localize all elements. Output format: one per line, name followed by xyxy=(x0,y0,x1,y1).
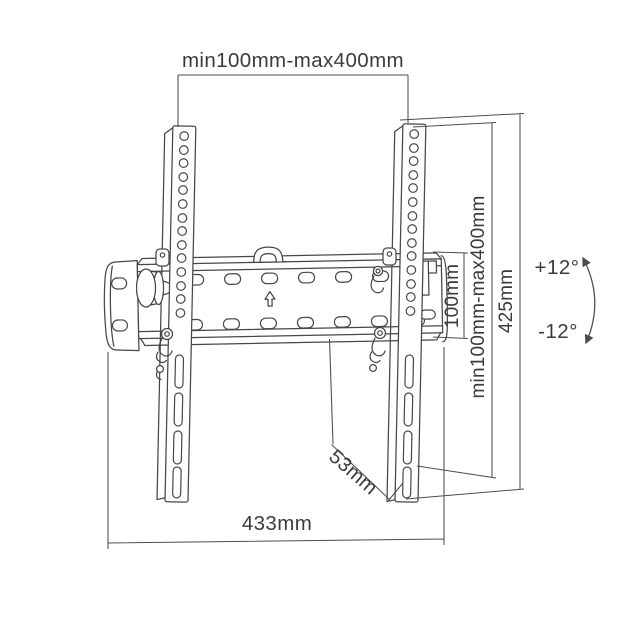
left-rail-slots xyxy=(172,354,185,499)
tilt-indicator: +12° -12° xyxy=(535,256,596,345)
tilt-arrow xyxy=(582,256,596,345)
left-cap-slot xyxy=(111,319,129,332)
wall-plate-left-cap xyxy=(103,260,140,352)
safety-clips xyxy=(155,247,397,381)
left-cap-slot xyxy=(111,277,128,290)
tilt-up-label: +12° xyxy=(535,256,580,279)
dim-label-depth: 53mm xyxy=(324,446,381,500)
dim-label-vesa-width: min100mm-max400mm xyxy=(182,49,404,72)
dimension-vesa-height: min100mm-max400mm xyxy=(412,121,497,479)
left-rail-holes xyxy=(175,131,190,318)
keyhole-arrow xyxy=(264,290,276,307)
dimension-bracket-height: 425mm xyxy=(399,112,525,500)
tilt-tension-knob xyxy=(135,268,170,308)
wall-plate-right-cap xyxy=(419,255,448,343)
right-rail-holes xyxy=(405,129,420,316)
dim-label-vesa-height: min100mm-max400mm xyxy=(468,196,489,399)
dim-label-plate-width: 433mm xyxy=(242,512,312,535)
wall-plate-body xyxy=(136,258,444,340)
dim-label-plate-height: 100mm xyxy=(442,264,463,328)
right-rail-slots xyxy=(402,354,415,499)
dimension-plate-width: 433mm xyxy=(107,347,445,549)
dimension-depth: 53mm xyxy=(324,338,404,501)
right-vesa-rail xyxy=(386,123,427,503)
tilt-down-label: -12° xyxy=(538,320,578,343)
dim-label-bracket-height: 425mm xyxy=(496,269,517,333)
dimension-vesa-width: min100mm-max400mm xyxy=(177,49,409,127)
left-vesa-rail xyxy=(156,125,197,503)
dimension-plate-height: 100mm xyxy=(432,251,469,340)
d-ring-latch xyxy=(249,246,288,264)
